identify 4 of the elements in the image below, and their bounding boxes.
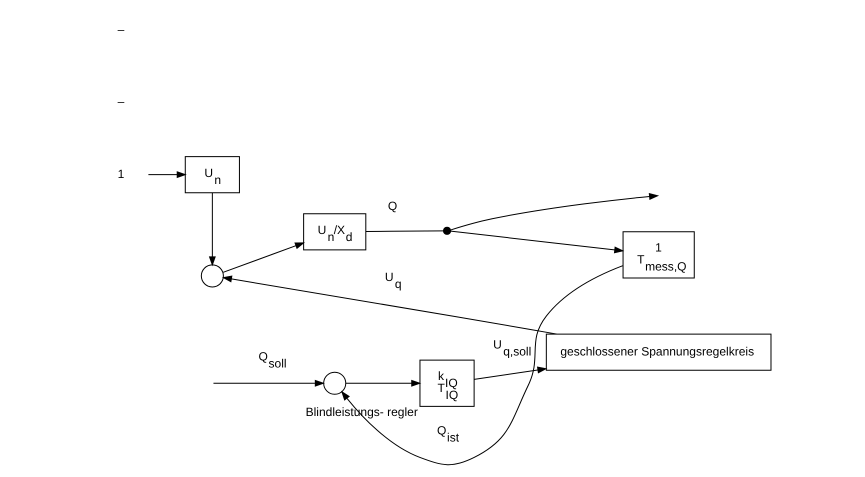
label: –	[118, 94, 124, 109]
label: –	[118, 22, 124, 36]
node-text: 1	[118, 166, 124, 181]
edge-label: Q	[388, 198, 398, 213]
